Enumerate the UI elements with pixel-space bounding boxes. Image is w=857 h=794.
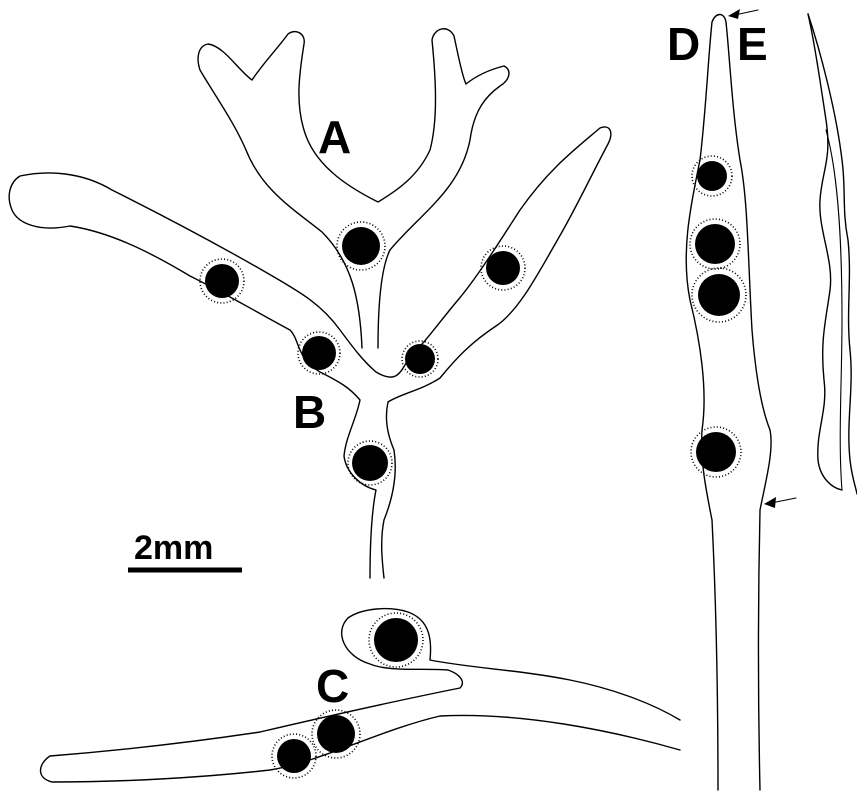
specimen-a-outline [198, 29, 509, 348]
spore-d3 [692, 268, 746, 322]
specimen-d-outline [686, 15, 771, 791]
specimen-e-outline-outer [808, 14, 842, 490]
spore-d4 [691, 427, 741, 477]
label-d: D [667, 18, 700, 70]
spore-b3 [402, 341, 438, 377]
label-b: B [293, 386, 326, 438]
specimen-e-inner-line [826, 130, 842, 490]
spore-c3 [272, 734, 316, 778]
scale-bar: 2mm [128, 529, 242, 570]
spore-b2 [298, 332, 340, 374]
spore-c2 [312, 710, 360, 758]
arrow-d-bottom [764, 497, 796, 508]
specimen-e-outline-inner [808, 14, 857, 494]
spore-d2 [690, 219, 740, 269]
label-a: A [318, 111, 351, 163]
spore-d1 [692, 156, 732, 196]
spore-b4 [481, 246, 525, 290]
specimen-e [808, 14, 857, 494]
specimen-a [198, 29, 509, 348]
spore-c1 [369, 613, 423, 667]
label-e: E [737, 18, 768, 70]
specimen-c [41, 609, 681, 782]
specimen-c-outline [41, 609, 681, 782]
specimen-b [9, 127, 611, 578]
specimen-d [686, 9, 796, 790]
label-c: C [316, 660, 349, 712]
scale-bar-label: 2mm [134, 529, 213, 567]
spore-b5 [348, 441, 392, 485]
spore-b1 [200, 259, 244, 303]
